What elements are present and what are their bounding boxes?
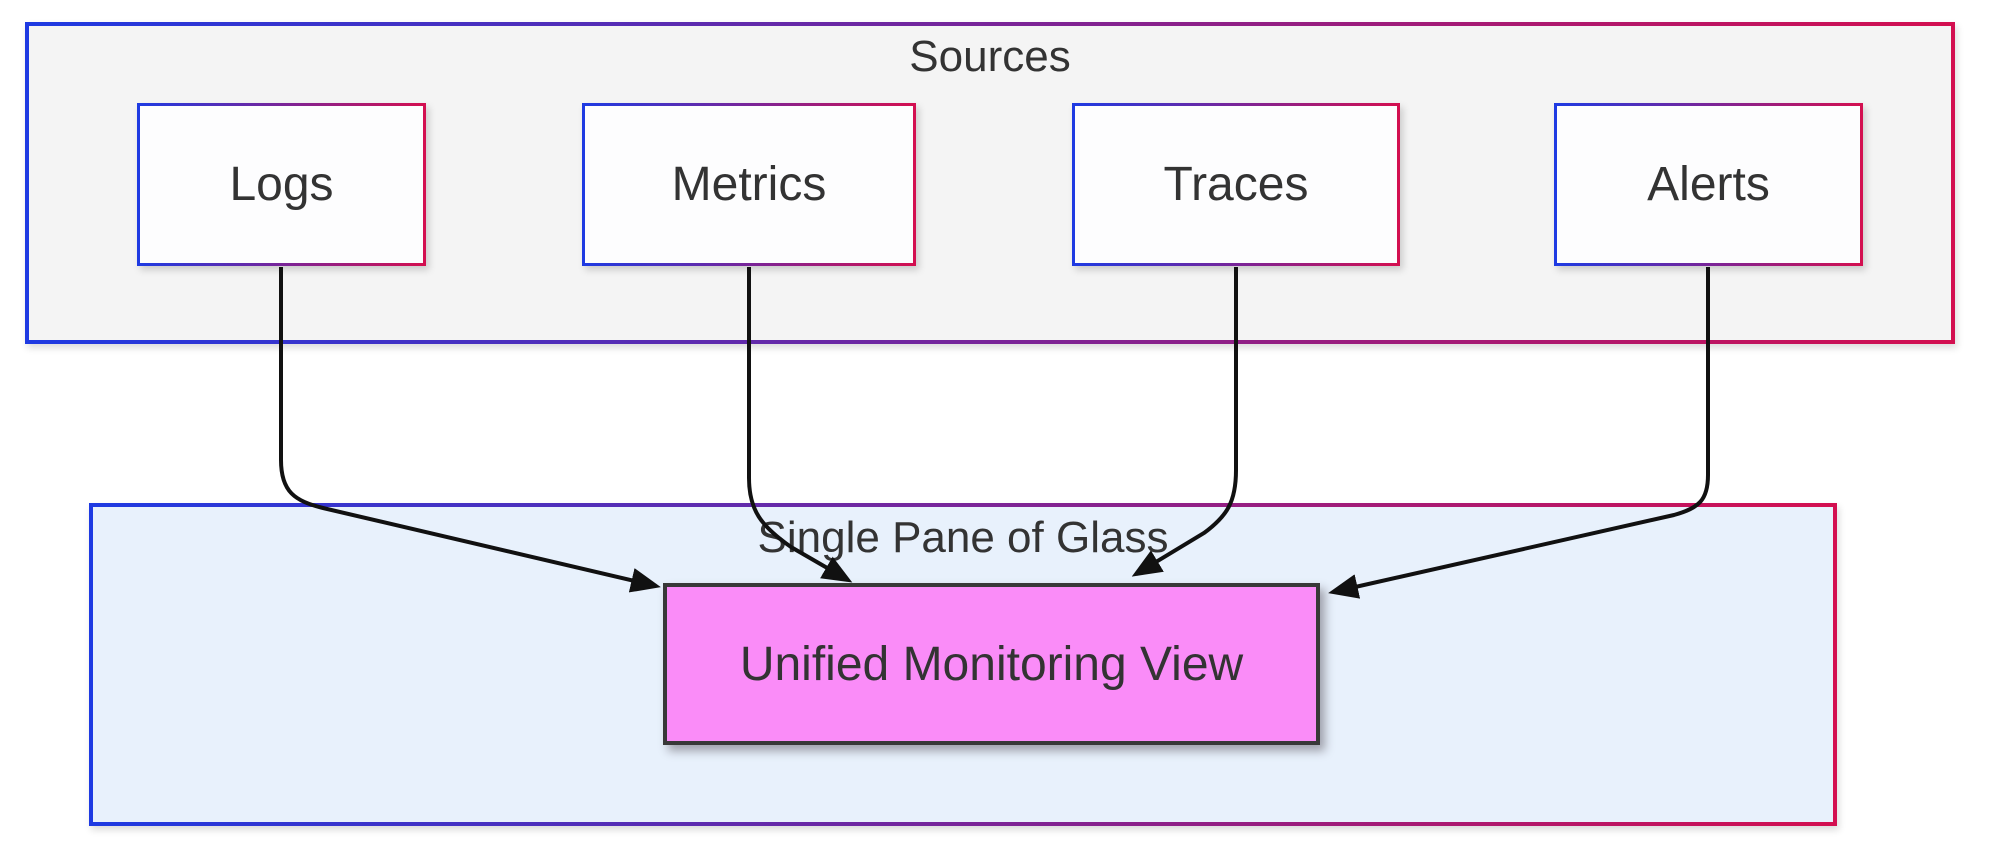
node-unified-monitoring-view: Unified Monitoring View <box>663 583 1320 745</box>
single-pane-group: Single Pane of Glass Unified Monitoring … <box>89 503 1837 826</box>
node-logs-label: Logs <box>229 158 334 211</box>
node-traces: Traces <box>1072 103 1400 266</box>
node-alerts: Alerts <box>1554 103 1863 266</box>
node-logs: Logs <box>137 103 426 266</box>
node-alerts-label: Alerts <box>1647 158 1770 211</box>
node-metrics-label: Metrics <box>671 158 827 211</box>
single-pane-group-title: Single Pane of Glass <box>757 513 1169 562</box>
node-unified-label: Unified Monitoring View <box>739 637 1244 691</box>
sources-group: Sources Logs Metrics Traces Alerts <box>25 22 1955 344</box>
sources-group-title: Sources <box>909 32 1071 81</box>
node-metrics: Metrics <box>582 103 916 266</box>
node-traces-label: Traces <box>1163 158 1309 211</box>
